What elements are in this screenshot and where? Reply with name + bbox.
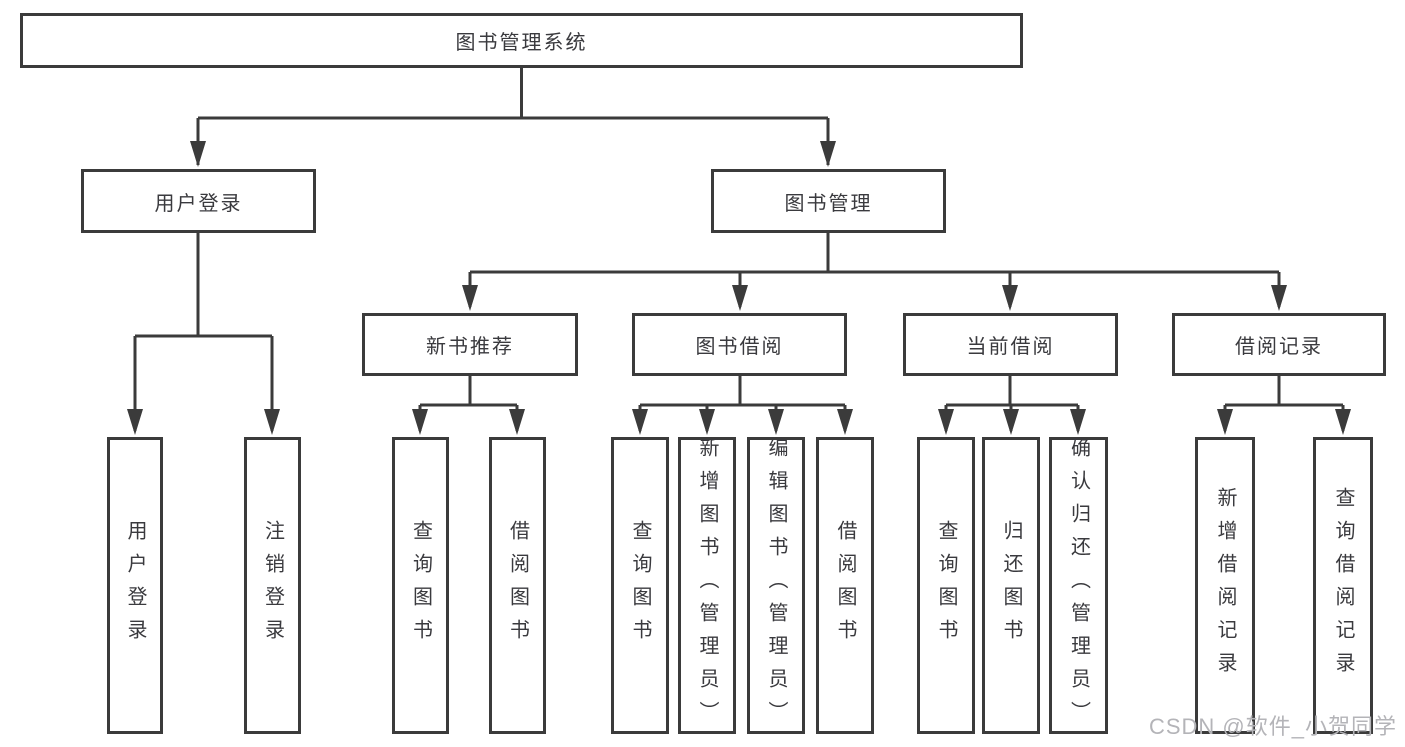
leaf-return-books: 归还图书 bbox=[982, 437, 1040, 734]
node-label: 用户登录 bbox=[124, 519, 146, 652]
node-label: 注销登录 bbox=[261, 519, 284, 652]
node-label: 确认归还（管理员） bbox=[1067, 437, 1090, 734]
node-root: 图书管理系统 bbox=[20, 13, 1023, 68]
leaf-user-login: 用户登录 bbox=[107, 437, 163, 734]
node-label: 新书推荐 bbox=[426, 336, 514, 358]
node-label: 用户登录 bbox=[154, 192, 243, 215]
node-label: 新增图书（管理员） bbox=[696, 437, 718, 734]
node-label: 新增借阅记录 bbox=[1214, 486, 1236, 685]
node-book-borrowing: 图书借阅 bbox=[632, 313, 847, 376]
leaf-add-books-admin: 新增图书（管理员） bbox=[678, 437, 736, 734]
leaf-edit-books-admin: 编辑图书（管理员） bbox=[747, 437, 805, 734]
node-label: 借阅图书 bbox=[834, 519, 856, 652]
node-label: 查询图书 bbox=[629, 519, 651, 652]
node-user-login: 用户登录 bbox=[81, 169, 316, 233]
csdn-watermark: CSDN @软件_小贺同学 bbox=[1148, 714, 1397, 739]
node-label: 查询借阅记录 bbox=[1332, 486, 1354, 685]
node-new-book-recommendation: 新书推荐 bbox=[362, 313, 578, 376]
node-borrowing-records: 借阅记录 bbox=[1172, 313, 1386, 376]
node-label: 图书借阅 bbox=[695, 336, 784, 358]
node-label: 图书管理 bbox=[784, 192, 873, 215]
node-label: 归还图书 bbox=[1000, 519, 1022, 652]
leaf-confirm-return-admin: 确认归还（管理员） bbox=[1049, 437, 1108, 734]
leaf-query-books-recommend: 查询图书 bbox=[392, 437, 449, 734]
node-label: 借阅图书 bbox=[506, 519, 529, 652]
node-label: 图书管理系统 bbox=[455, 32, 588, 54]
node-label: 编辑图书（管理员） bbox=[765, 437, 787, 734]
node-label: 当前借阅 bbox=[966, 336, 1055, 358]
node-current-borrowing: 当前借阅 bbox=[903, 313, 1118, 376]
leaf-query-borrow-record: 查询借阅记录 bbox=[1313, 437, 1373, 734]
node-book-management: 图书管理 bbox=[711, 169, 946, 233]
node-label: 借阅记录 bbox=[1235, 336, 1323, 358]
leaf-query-books-borrow: 查询图书 bbox=[611, 437, 669, 734]
leaf-query-books-current: 查询图书 bbox=[917, 437, 975, 734]
node-label: 查询图书 bbox=[409, 519, 432, 652]
leaf-borrow-books: 借阅图书 bbox=[816, 437, 874, 734]
leaf-logout-login: 注销登录 bbox=[244, 437, 301, 734]
leaf-borrow-books-recommend: 借阅图书 bbox=[489, 437, 546, 734]
node-label: 查询图书 bbox=[935, 519, 957, 652]
leaf-add-borrow-record: 新增借阅记录 bbox=[1195, 437, 1255, 734]
tree-edges bbox=[127, 68, 1351, 435]
